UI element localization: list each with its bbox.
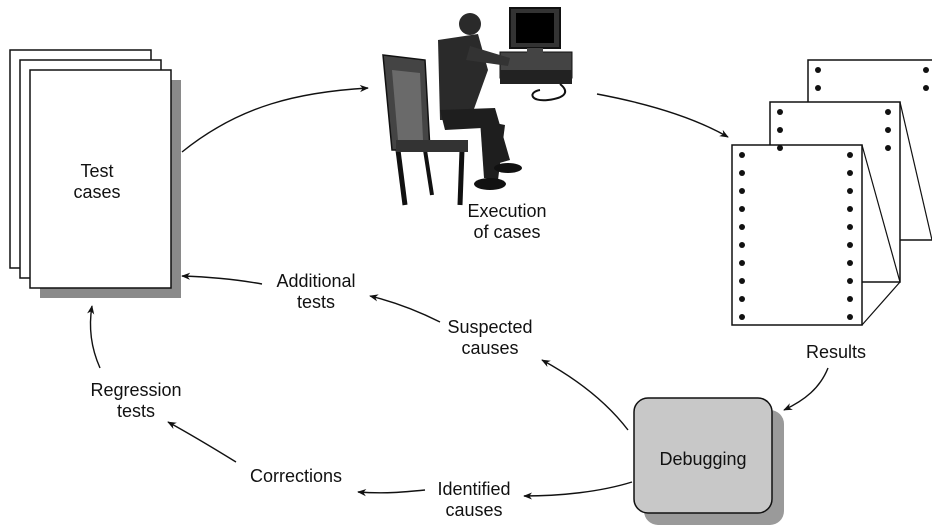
arrow-debugging-to-identified-causes xyxy=(523,481,633,500)
additional-tests-label: Additional tests xyxy=(276,271,355,313)
suspected-causes-label: Suspected causes xyxy=(447,317,532,359)
feed-hole-dot xyxy=(739,188,745,194)
test-cases-label: Test cases xyxy=(73,161,120,203)
feed-hole-dot xyxy=(739,260,745,266)
suspected-causes-label-line1: Suspected xyxy=(447,317,533,337)
execution-label-line2: of cases xyxy=(473,222,541,242)
feed-hole-dot xyxy=(885,127,891,133)
feed-hole-dot xyxy=(777,127,783,133)
regression-tests-label: Regression tests xyxy=(90,380,181,422)
arrow-debugging-to-suspected-causes xyxy=(541,359,629,431)
corrections-label: Corrections xyxy=(249,466,343,486)
arrow-corrections-to-regression-tests xyxy=(167,421,237,463)
identified-causes-label-line2: causes xyxy=(445,500,503,520)
feed-hole-dot xyxy=(777,145,783,151)
feed-hole-dot xyxy=(739,242,745,248)
feed-hole-dot xyxy=(847,296,853,302)
person-at-computer-illustration xyxy=(382,7,573,206)
feed-hole-dot xyxy=(923,67,929,73)
feed-hole-dot xyxy=(847,242,853,248)
test-cases-label-line1: Test xyxy=(80,161,114,181)
arrow-additional-tests-to-test-cases xyxy=(181,272,263,285)
feed-hole-dot xyxy=(847,152,853,158)
regression-tests-label-line1: Regression xyxy=(90,380,182,400)
results-label: Results xyxy=(805,342,867,362)
feed-hole-dot xyxy=(739,314,745,320)
arrow-suspected-causes-to-additional-tests xyxy=(369,294,441,323)
debugging-box-shape xyxy=(633,397,784,525)
additional-tests-label-line1: Additional xyxy=(276,271,356,291)
feed-hole-dot xyxy=(847,314,853,320)
feed-hole-dot xyxy=(739,170,745,176)
feed-hole-dot xyxy=(739,206,745,212)
arrow-identified-causes-to-corrections xyxy=(357,489,426,497)
feed-hole-dot xyxy=(847,278,853,284)
feed-hole-dot xyxy=(739,152,745,158)
feed-hole-dot xyxy=(885,109,891,115)
feed-hole-dot xyxy=(885,145,891,151)
arrow-results-to-debugging xyxy=(783,367,829,411)
feed-hole-dot xyxy=(739,224,745,230)
feed-hole-dot xyxy=(739,296,745,302)
feed-hole-dot xyxy=(847,170,853,176)
additional-tests-label-line2: tests xyxy=(296,292,335,312)
feed-hole-dot xyxy=(923,85,929,91)
debugging-label: Debugging xyxy=(659,449,747,469)
execution-label: Execution of cases xyxy=(467,201,546,243)
feed-hole-dot xyxy=(815,85,821,91)
test-cases-stack xyxy=(9,49,181,298)
arrow-test-cases-to-execution xyxy=(181,84,369,153)
suspected-causes-label-line2: causes xyxy=(461,338,519,358)
identified-causes-label-line1: Identified xyxy=(437,479,511,499)
execution-label-line1: Execution xyxy=(467,201,547,221)
feed-hole-dot xyxy=(847,206,853,212)
feed-hole-dot xyxy=(847,260,853,266)
feed-hole-dot xyxy=(815,67,821,73)
feed-hole-dot xyxy=(777,109,783,115)
identified-causes-label: Identified causes xyxy=(437,479,510,521)
feed-hole-dot xyxy=(847,224,853,230)
regression-tests-label-line2: tests xyxy=(116,401,156,421)
feed-hole-dot xyxy=(847,188,853,194)
feed-hole-dot xyxy=(739,278,745,284)
results-pages xyxy=(731,59,932,326)
arrow-regression-tests-to-test-cases xyxy=(87,305,101,369)
test-cases-label-line2: cases xyxy=(73,182,121,202)
arrow-execution-to-results xyxy=(596,93,729,138)
